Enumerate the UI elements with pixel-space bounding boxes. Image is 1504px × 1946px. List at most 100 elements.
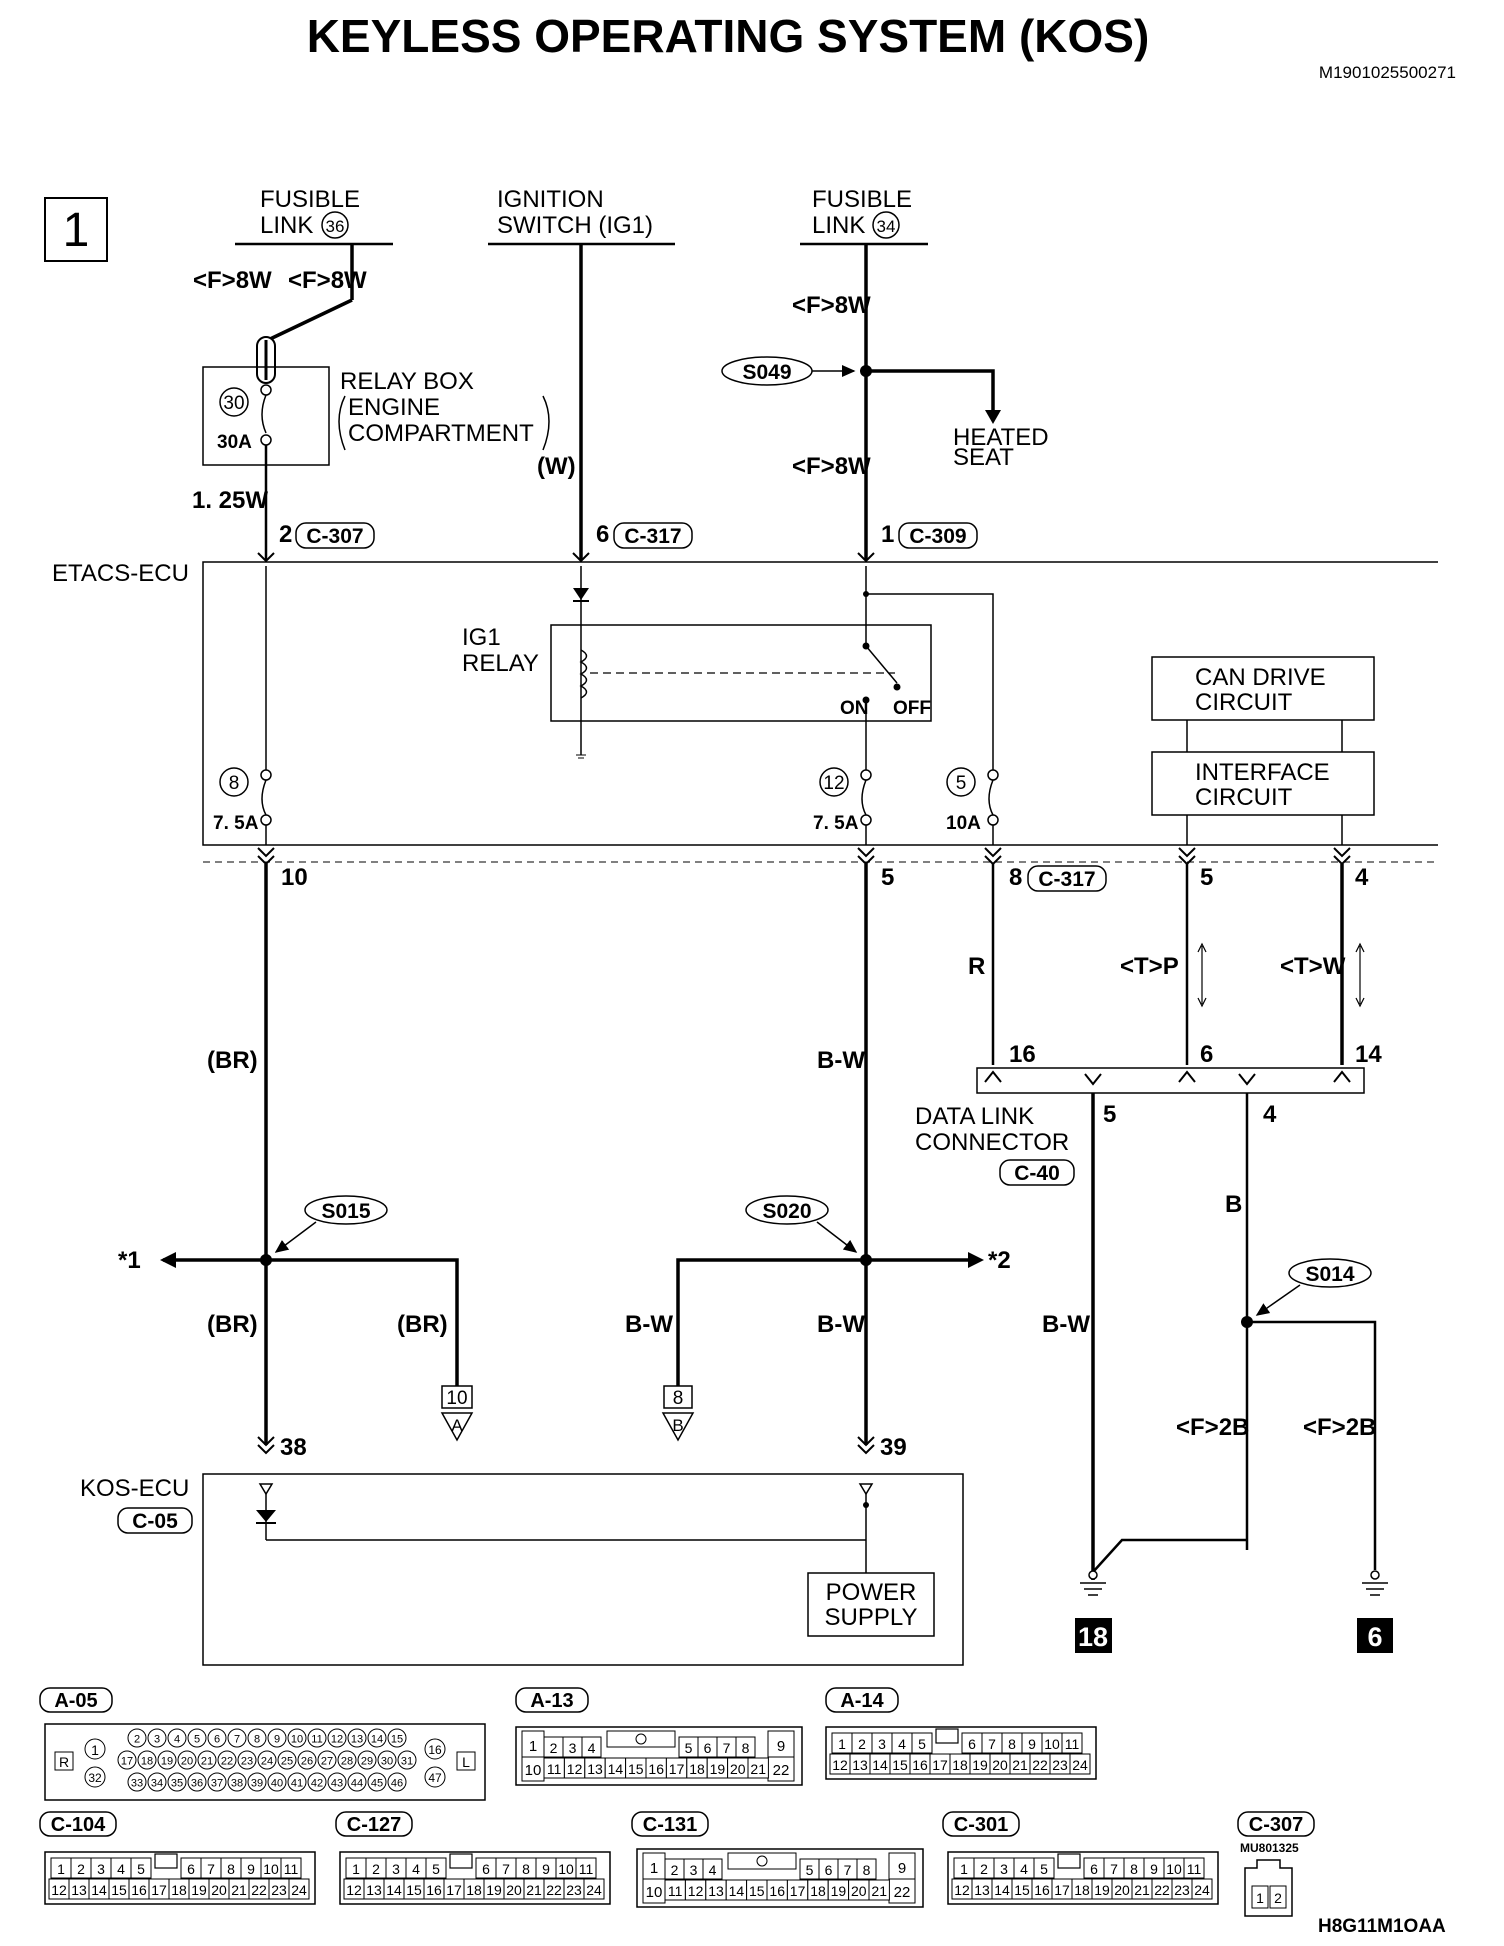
svg-text:18: 18 — [952, 1757, 968, 1773]
splice-s020: S020 — [745, 1195, 858, 1253]
svg-text:19: 19 — [710, 1761, 726, 1777]
footer-code: H8G11M1OAA — [1318, 1916, 1446, 1937]
svg-text:9: 9 — [247, 1861, 255, 1877]
svg-text:22: 22 — [546, 1882, 562, 1898]
pin-label: 38 — [280, 1434, 307, 1461]
svg-text:21: 21 — [201, 1756, 213, 1768]
svg-text:18: 18 — [171, 1882, 187, 1898]
svg-text:S014: S014 — [1305, 1263, 1354, 1286]
svg-text:26: 26 — [301, 1756, 313, 1768]
svg-text:9: 9 — [777, 1738, 785, 1755]
svg-text:16: 16 — [648, 1761, 664, 1777]
ground-badge-18: 18 — [1075, 1618, 1112, 1653]
splice-s049: S049 — [721, 356, 856, 386]
svg-text:18: 18 — [1074, 1882, 1090, 1898]
svg-text:2: 2 — [134, 1734, 140, 1746]
svg-text:10A: 10A — [946, 813, 981, 834]
svg-text:13: 13 — [587, 1761, 603, 1777]
connector-tag: C-104 — [39, 1811, 117, 1837]
svg-text:S049: S049 — [742, 361, 791, 384]
wire-ground-6 — [1247, 1320, 1377, 1570]
cross-ref-star2: *2 — [988, 1247, 1011, 1274]
wire-label: B-W — [1042, 1311, 1090, 1338]
connector-tag: A-13 — [515, 1687, 589, 1713]
svg-text:6: 6 — [968, 1736, 976, 1752]
svg-text:11: 11 — [668, 1883, 683, 1899]
svg-text:5: 5 — [685, 1740, 693, 1756]
svg-text:14: 14 — [608, 1761, 624, 1777]
svg-text:15: 15 — [406, 1882, 422, 1898]
svg-text:31: 31 — [401, 1756, 413, 1768]
connector-code: MU801325 — [1240, 1841, 1299, 1855]
svg-text:18: 18 — [1078, 1622, 1108, 1652]
svg-text:1: 1 — [529, 1738, 537, 1755]
svg-text:22: 22 — [894, 1884, 911, 1901]
terminal-c317-out: 8 C-317 — [1009, 864, 1107, 892]
svg-text:11: 11 — [579, 1861, 594, 1877]
svg-text:C-301: C-301 — [954, 1814, 1008, 1836]
svg-text:12: 12 — [331, 1734, 343, 1746]
svg-text:16: 16 — [769, 1883, 785, 1899]
svg-text:POWER: POWER — [826, 1579, 917, 1606]
svg-text:1: 1 — [91, 1742, 99, 1758]
svg-text:22: 22 — [221, 1756, 233, 1768]
wire-label: (W) — [537, 453, 576, 480]
relay-off-label: OFF — [893, 698, 931, 719]
wire-to-heated-seat — [866, 369, 1001, 424]
svg-text:25: 25 — [281, 1756, 293, 1768]
svg-text:5: 5 — [806, 1862, 814, 1878]
relay-box-label: RELAY BOX — [340, 368, 474, 395]
wire-to-star2 — [866, 1252, 984, 1268]
svg-text:19: 19 — [486, 1882, 502, 1898]
svg-text:15: 15 — [1014, 1882, 1030, 1898]
heated-seat-label: HEATED — [953, 424, 1049, 451]
svg-text:7: 7 — [844, 1862, 852, 1878]
kos-ecu-box — [202, 1473, 964, 1666]
svg-text:C-131: C-131 — [643, 1814, 697, 1836]
data-link-connector — [976, 1067, 1365, 1094]
svg-text:10: 10 — [1166, 1861, 1182, 1877]
svg-text:FUSIBLE: FUSIBLE — [812, 186, 912, 213]
svg-text:1: 1 — [352, 1861, 360, 1877]
svg-text:20: 20 — [992, 1757, 1008, 1773]
svg-text:2: 2 — [279, 521, 292, 548]
wire-to-ref-a — [266, 1258, 459, 1392]
connector-tag: C-127 — [335, 1811, 413, 1837]
splice-s014: S014 — [1255, 1258, 1372, 1316]
wire-label: B-W — [817, 1311, 865, 1338]
pin-label: 14 — [1355, 1041, 1382, 1068]
pin-label: 5 — [1103, 1101, 1116, 1128]
svg-text:C-104: C-104 — [51, 1814, 106, 1836]
svg-text:17: 17 — [932, 1757, 948, 1773]
svg-text:C-307: C-307 — [306, 525, 363, 548]
svg-text:23: 23 — [271, 1882, 287, 1898]
svg-text:12: 12 — [954, 1882, 970, 1898]
svg-text:LINK: LINK — [260, 212, 313, 239]
svg-text:17: 17 — [790, 1883, 806, 1899]
svg-text:18: 18 — [141, 1756, 153, 1768]
svg-text:14: 14 — [872, 1757, 888, 1773]
connector-tag: C-307 — [1237, 1811, 1315, 1837]
pin-label: 4 — [1263, 1101, 1277, 1128]
svg-text:4: 4 — [117, 1861, 125, 1877]
connector-tag: C-301 — [942, 1811, 1020, 1837]
interface-circuit: INTERFACE CIRCUIT — [1151, 751, 1375, 816]
svg-text:10: 10 — [525, 1762, 542, 1779]
pin-label: 6 — [1200, 1041, 1213, 1068]
svg-text:18: 18 — [689, 1761, 705, 1777]
svg-text:23: 23 — [1052, 1757, 1068, 1773]
svg-text:9: 9 — [542, 1861, 550, 1877]
cross-ref-star1: *1 — [118, 1247, 141, 1274]
etacs-ecu-box — [202, 561, 1438, 863]
svg-text:32: 32 — [88, 1771, 102, 1785]
svg-text:6: 6 — [596, 521, 609, 548]
wire-label: (BR) — [207, 1311, 258, 1338]
kos-input-pins — [257, 1436, 875, 1455]
svg-text:17: 17 — [669, 1761, 685, 1777]
terminal-c307: 2 C-307 — [257, 521, 375, 563]
